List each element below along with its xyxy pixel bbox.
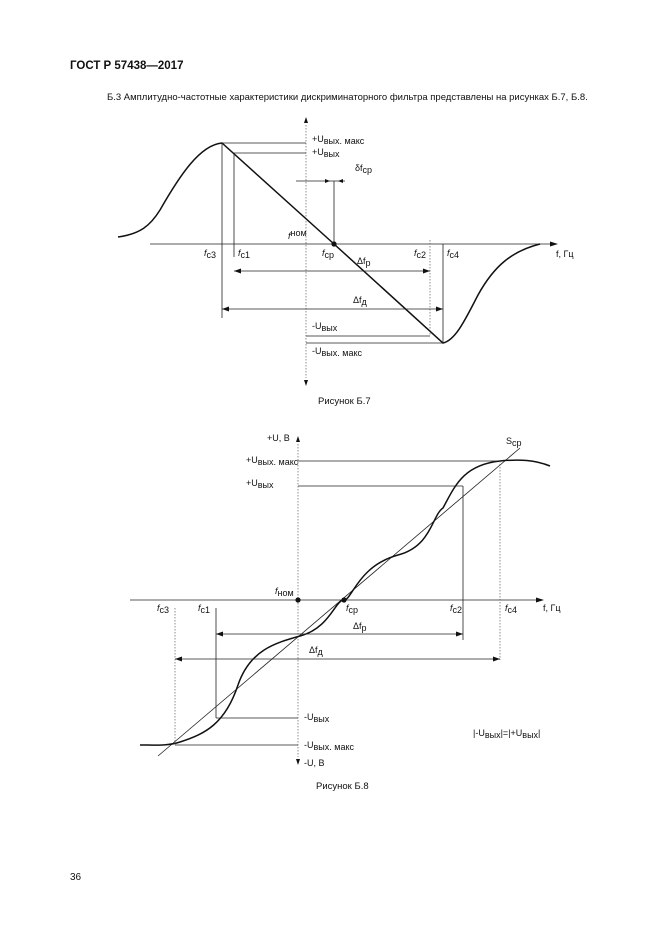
b8-center-point xyxy=(341,597,347,603)
figure-b7: +Uвых. макс +Uвых δfср fном fс3 fс1 fср … xyxy=(117,117,574,386)
b8-x-axis-arrow xyxy=(536,597,544,603)
b8-label-yaxis-pos: +U, В xyxy=(267,433,290,443)
b7-dfd-arrow-left xyxy=(222,306,229,312)
b7-label-fnom: fном xyxy=(288,228,307,241)
b8-dfp-arrow-right xyxy=(456,631,463,637)
b8-label-xaxis: f, Гц xyxy=(543,603,561,613)
b8-label-fc3: fс3 xyxy=(157,603,169,615)
section-paragraph: Б.3 Амплитудно-частотные характеристики … xyxy=(107,92,588,103)
b8-dfd-arrow-right xyxy=(493,656,500,662)
b7-label-fcp: fср xyxy=(322,248,334,260)
b7-delta-fcp-arrow-right xyxy=(338,179,343,183)
b7-label-fc2: fс2 xyxy=(414,248,426,260)
b7-dfd-arrow-right xyxy=(436,306,443,312)
b7-label-xaxis: f, Гц xyxy=(556,249,574,259)
b7-x-axis-arrow xyxy=(550,241,558,247)
b7-label-uvyx-max-neg: -Uвых. макс xyxy=(312,346,362,358)
b8-nominal-point xyxy=(295,597,301,603)
b7-label-fc1: fс1 xyxy=(238,248,250,260)
b8-label-fc4: fс4 xyxy=(505,603,517,615)
b8-label-uvyx-pos: +Uвых xyxy=(246,478,274,490)
b8-dfp-arrow-left xyxy=(216,631,223,637)
b7-delta-fcp-arrow-left xyxy=(325,179,330,183)
b8-label-uvyx-max-pos: +Uвых. макс xyxy=(246,455,299,467)
b8-label-uvyx-max-neg: -Uвых. макс xyxy=(304,740,354,752)
b7-dfp-arrow-left xyxy=(234,268,241,274)
b7-dfp-arrow-right xyxy=(423,268,430,274)
b8-label-dfp: Δfр xyxy=(353,621,367,633)
b7-center-point xyxy=(331,241,337,247)
b8-y-axis-arrow-down xyxy=(296,759,300,765)
b7-label-uvyx-max-pos: +Uвых. макс xyxy=(312,134,365,146)
b8-dfd-arrow-left xyxy=(175,656,182,662)
standard-header: ГОСТ Р 57438—2017 xyxy=(70,60,184,72)
b8-label-fcp: fср xyxy=(346,603,358,615)
b8-label-yaxis-neg: -U, В xyxy=(304,758,325,768)
b7-label-delta-fcp: δfср xyxy=(355,163,372,175)
b7-label-dfp: Δfр xyxy=(357,256,371,268)
page-number: 36 xyxy=(70,872,82,883)
b7-y-axis-arrow-up xyxy=(304,117,308,123)
b7-label-fc4: fс4 xyxy=(447,248,459,260)
b7-label-dfd: Δfд xyxy=(353,295,368,307)
figure-b8-caption: Рисунок Б.8 xyxy=(316,781,369,792)
b8-label-fc1: fс1 xyxy=(198,603,210,615)
b8-label-equality: |-Uвых|=|+Uвых| xyxy=(473,728,540,740)
b8-label-scp: Sср xyxy=(506,436,522,448)
b8-label-fc2: fс2 xyxy=(450,603,462,615)
b8-label-dfd: Δfд xyxy=(309,645,324,657)
b8-label-fnom: fном xyxy=(275,586,294,598)
figure-b8: +U, В Sср +Uвых. макс +Uвых fном fс3 fс1… xyxy=(130,433,561,768)
b8-label-uvyx-neg: -Uвых xyxy=(304,712,330,724)
b7-label-uvyx-pos: +Uвых xyxy=(312,147,340,159)
b7-label-uvyx-neg: -Uвых xyxy=(312,321,338,333)
b7-label-fc3: fс3 xyxy=(204,248,216,260)
figure-b7-caption: Рисунок Б.7 xyxy=(318,396,371,407)
b8-frequency-response-curve xyxy=(139,459,551,746)
b7-y-axis-arrow-down xyxy=(304,380,308,386)
b8-y-axis-arrow-up xyxy=(296,436,300,442)
